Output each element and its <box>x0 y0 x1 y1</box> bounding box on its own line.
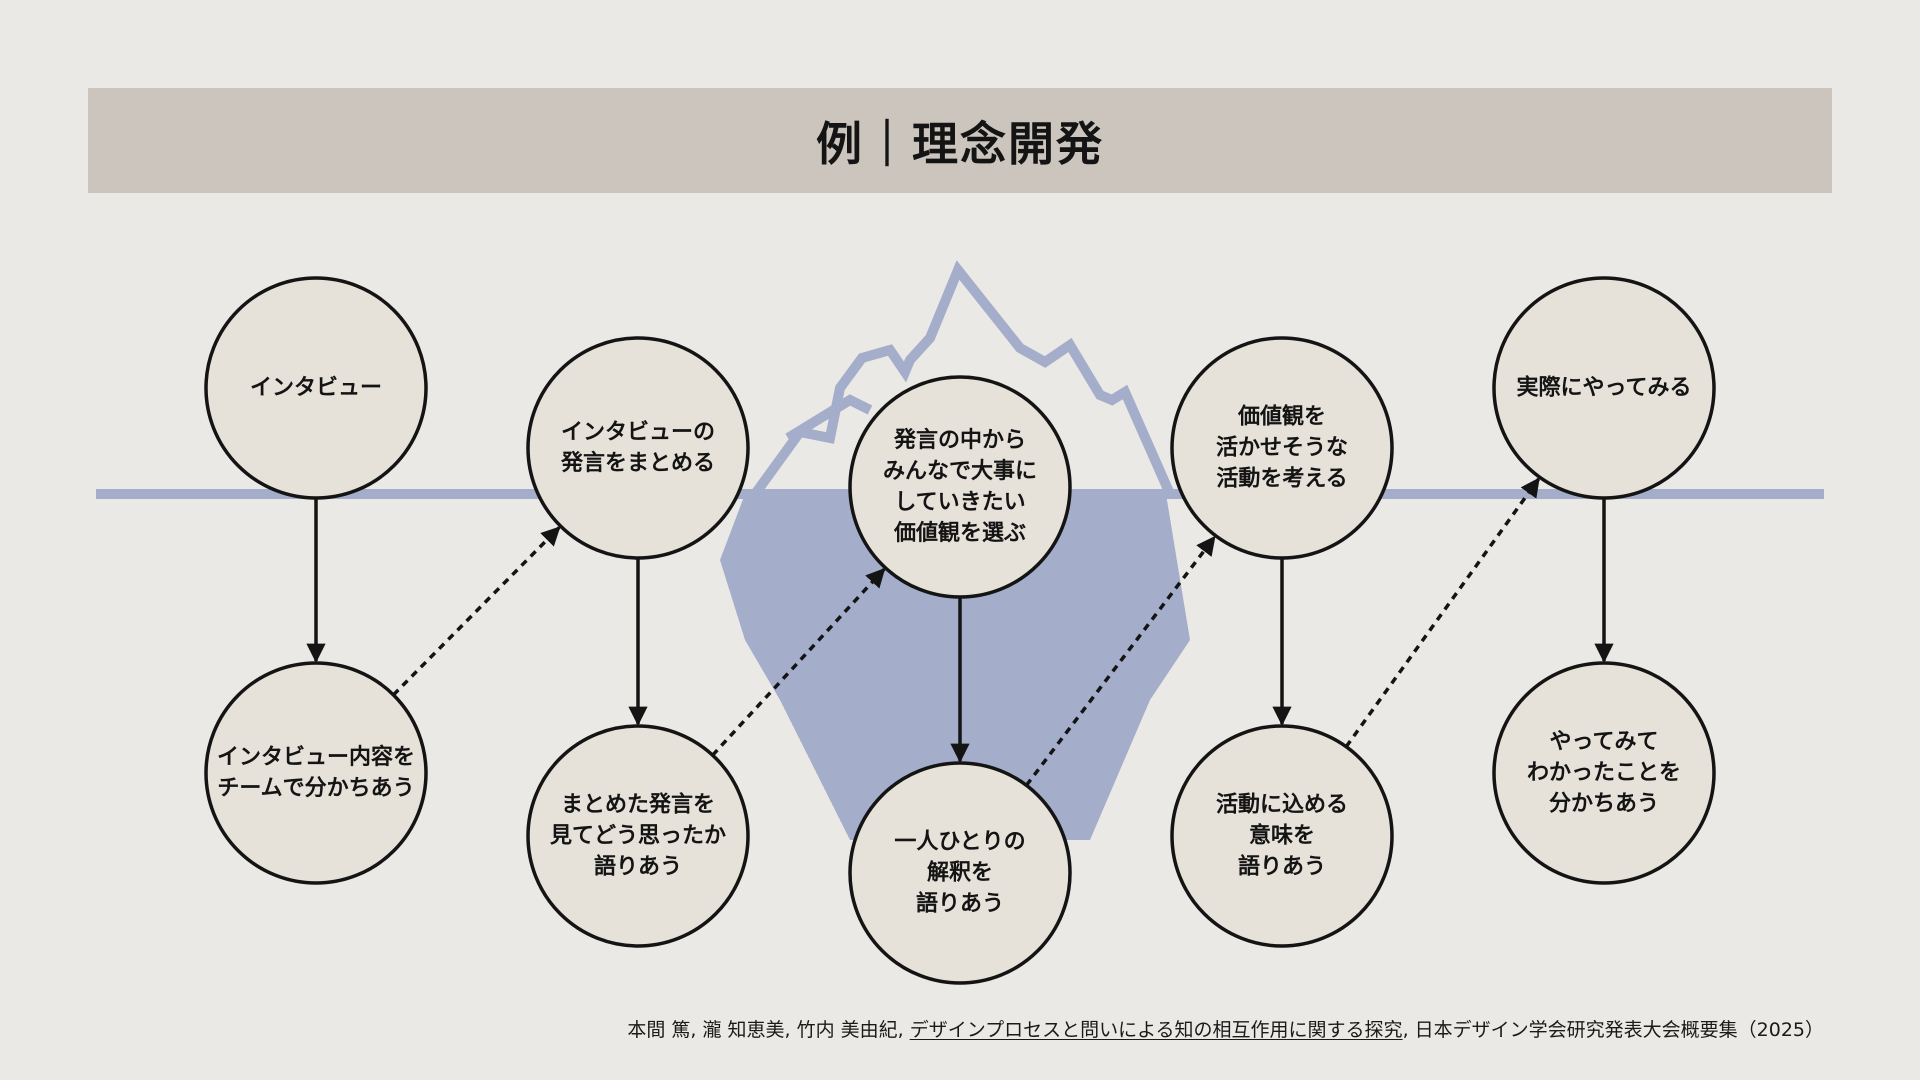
node-label-line: 解釈を <box>927 860 993 886</box>
citation: 本間 篤, 瀧 知恵美, 竹内 美由紀, デザインプロセスと問いによる知の相互作… <box>627 1015 1824 1042</box>
node-label-line: 語りあう <box>594 854 682 880</box>
node-label-line: 発言をまとめる <box>560 450 715 476</box>
edge-n2-to-n3 <box>393 528 559 695</box>
node-label-line: 活動を考える <box>1216 467 1347 492</box>
node-label-line: インタビュー内容を <box>217 744 415 770</box>
node-label-line: 実際にやってみる <box>1517 375 1692 401</box>
node-label-line: 語りあう <box>916 891 1004 917</box>
citation-paper-title-link[interactable]: デザインプロセスと問いによる知の相互作用に関する探究 <box>910 1019 1403 1041</box>
node-label-line: 意味を <box>1249 823 1315 849</box>
node-label-line: インタビューの <box>561 420 715 445</box>
node-label-line: 一人ひとりの <box>894 830 1025 855</box>
node-circle <box>206 663 426 883</box>
node-n1: インタビュー <box>206 278 426 498</box>
node-label-line: やってみて <box>1550 730 1659 755</box>
node-label-line: インタビュー <box>250 376 382 401</box>
edge-n8-to-n9 <box>1346 479 1538 747</box>
node-label-line: わかったことを <box>1527 761 1681 786</box>
node-label-line: 活動に込める <box>1216 793 1348 818</box>
citation-venue: , 日本デザイン学会研究発表大会概要集（2025） <box>1403 1019 1824 1041</box>
node-label-line: 分かちあう <box>1549 792 1659 817</box>
node-label-line: 価値観を <box>1237 404 1326 430</box>
node-label-line: チームで分かちあう <box>217 776 414 801</box>
node-label-line: 活かせそうな <box>1216 436 1348 461</box>
node-n9: 実際にやってみる <box>1494 278 1714 498</box>
node-label-line: していきたい <box>894 490 1025 515</box>
node-label-line: 見てどう思ったか <box>550 824 726 849</box>
node-label-line: まとめた発言を <box>561 792 715 818</box>
node-label-line: みんなで大事に <box>883 458 1037 484</box>
node-label-line: 発言の中から <box>893 427 1026 453</box>
node-label-line: 語りあう <box>1238 854 1326 880</box>
node-label-line: 価値観を選ぶ <box>893 520 1026 546</box>
node-circle <box>850 377 1070 597</box>
node-circle <box>528 338 748 558</box>
citation-authors: 本間 篤, 瀧 知恵美, 竹内 美由紀, <box>627 1019 909 1041</box>
